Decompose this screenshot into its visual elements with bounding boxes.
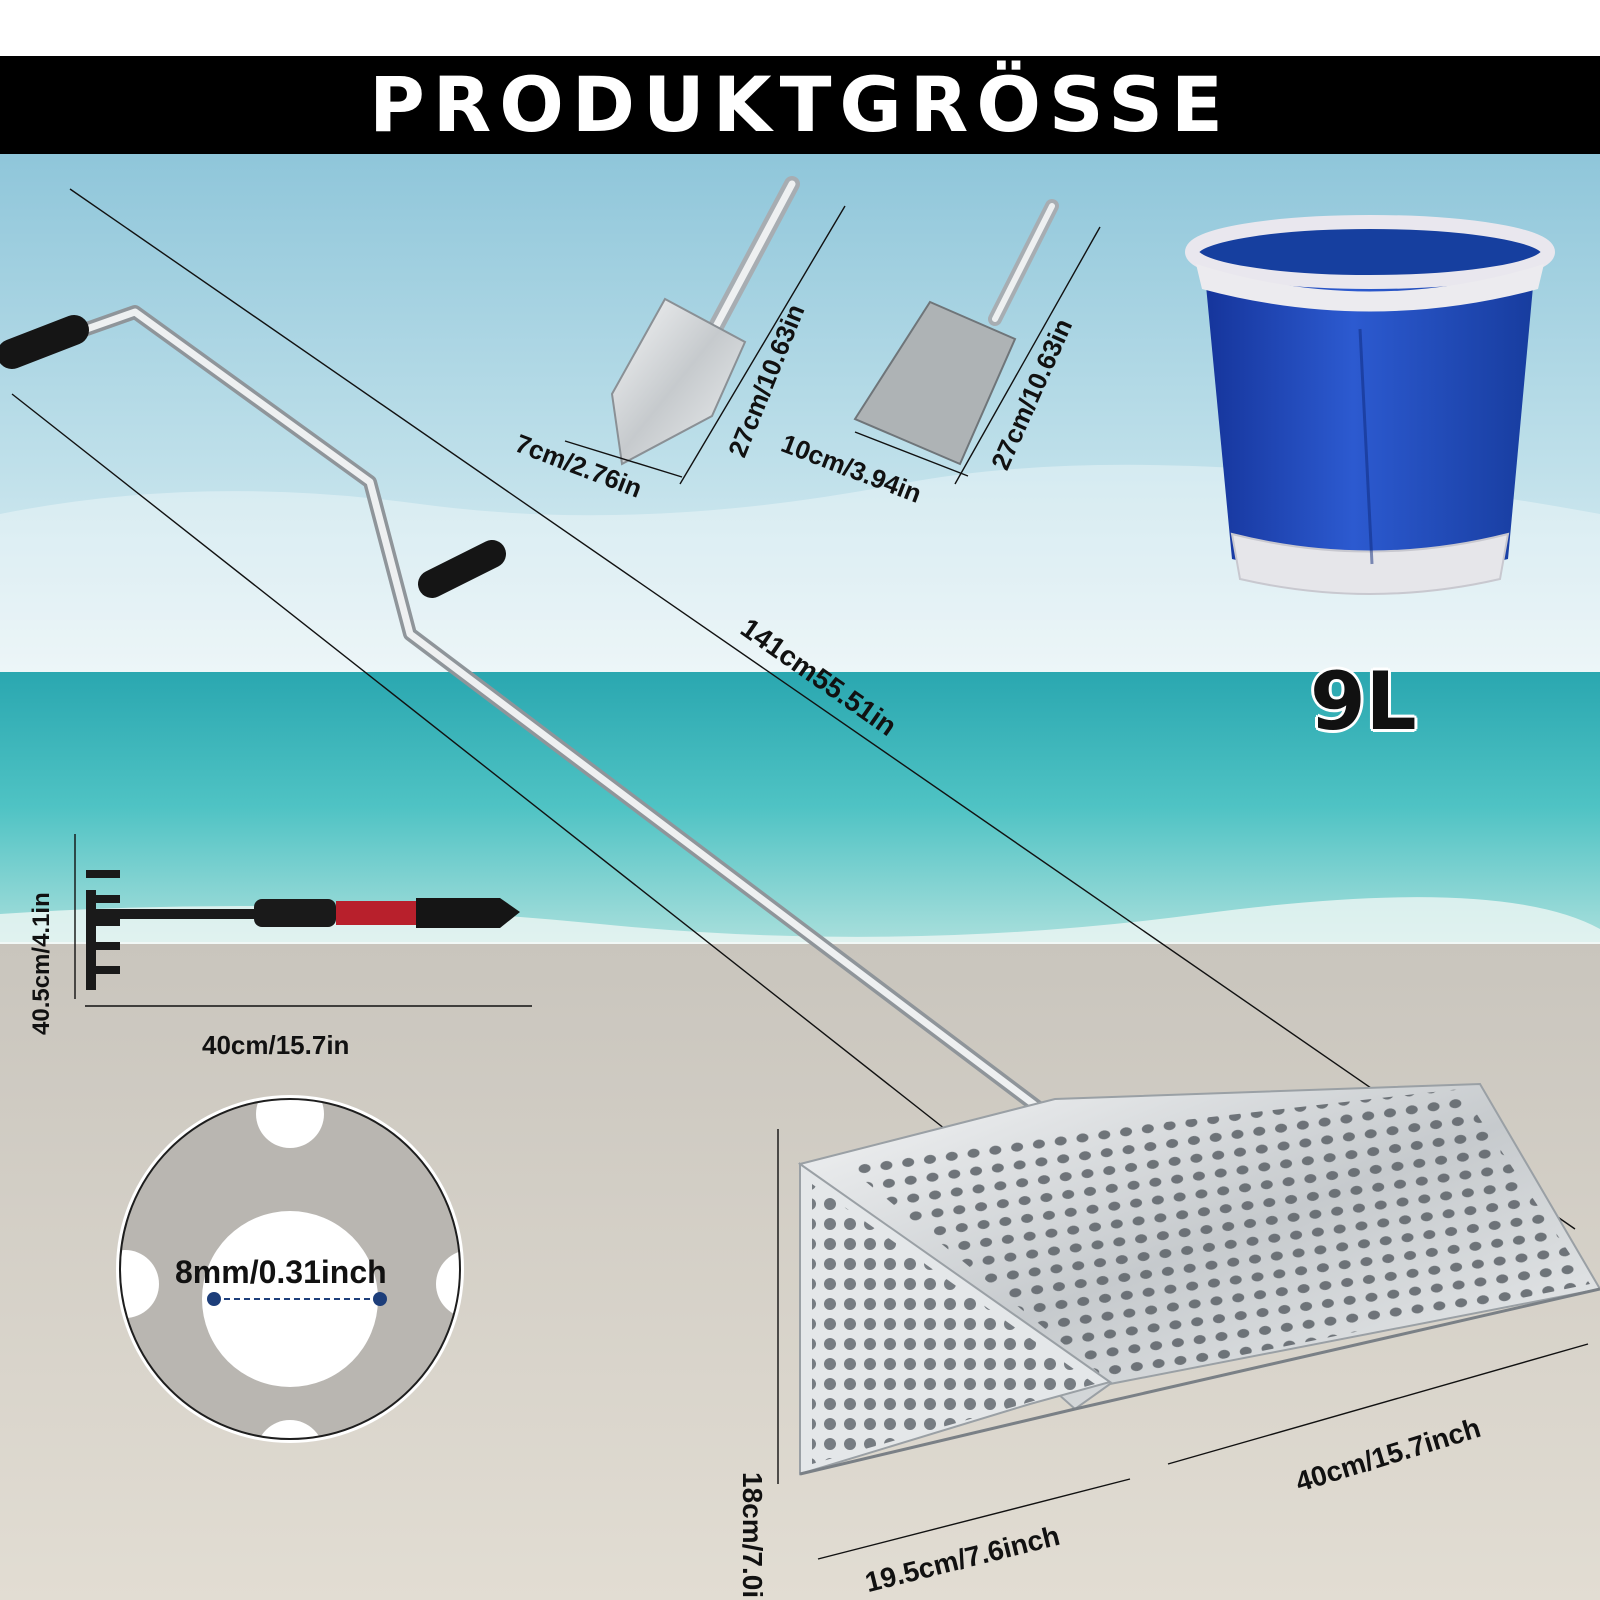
page-title: PRODUKTGRÖSSE	[369, 60, 1231, 149]
title-banner: PRODUKTGRÖSSE	[0, 56, 1600, 154]
beach-scene	[0, 154, 1600, 1600]
rake-height-label: 40.5cm/4.1in	[28, 892, 55, 1035]
hand-rake	[86, 870, 520, 990]
folding-bucket	[1185, 215, 1555, 595]
hand-trowel	[610, 176, 800, 466]
rake-length-label: 40cm/15.7in	[202, 1030, 350, 1060]
hole-detail-circle	[116, 1095, 464, 1443]
bucket-capacity-label: 9L	[1310, 655, 1417, 748]
sifter-scoop-head	[797, 1082, 1600, 1476]
hole-diameter-label: 8mm/0.31inch	[175, 1254, 387, 1290]
small-sifter-scoop	[853, 199, 1059, 466]
scoop-height-label: 18cm/7.0inch	[737, 1472, 768, 1600]
